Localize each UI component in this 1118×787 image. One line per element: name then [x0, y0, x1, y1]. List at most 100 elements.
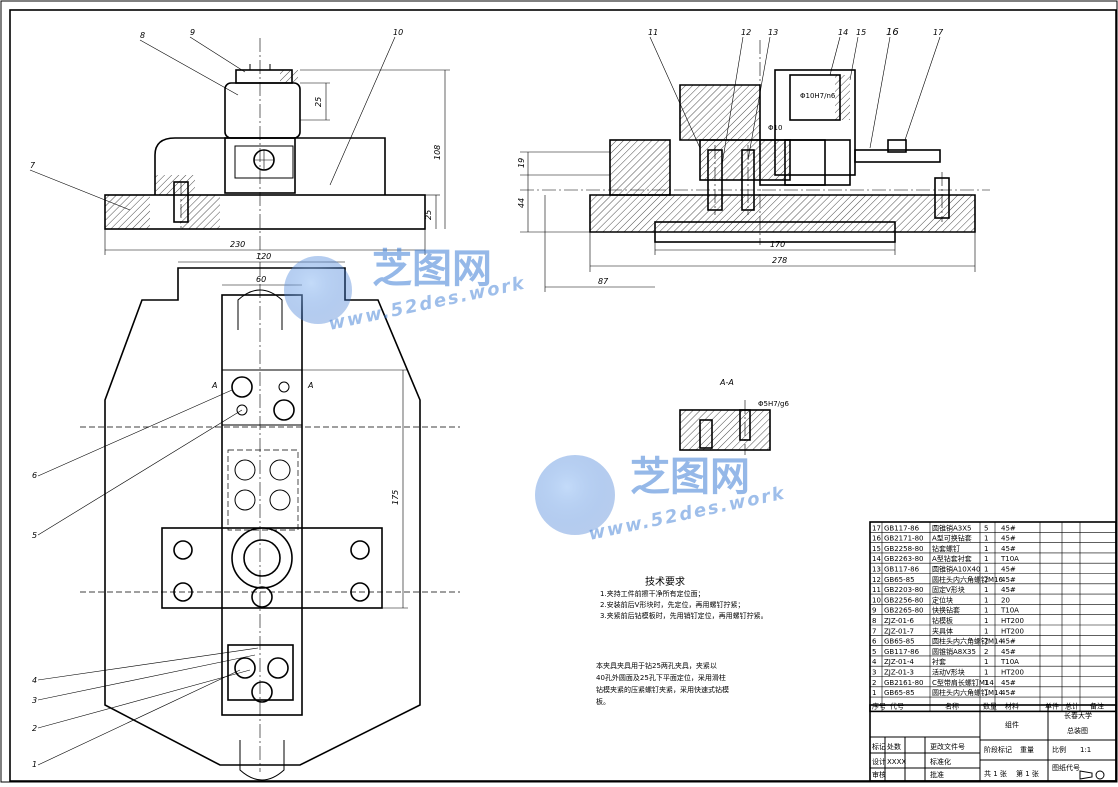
bom-cell: GB2161-80	[884, 679, 923, 687]
bom-cell: ZJZ-01-7	[884, 627, 914, 635]
bom-cell: GB2265-80	[884, 607, 923, 615]
watermark-brand-top: 芝图网	[372, 246, 492, 292]
bom-cell: 12	[872, 576, 881, 584]
balloon-1: 1	[32, 760, 37, 769]
bom-cell: 固定V形块	[932, 585, 965, 594]
balloon-12: 12	[741, 28, 751, 37]
tb-label-review: 审核	[872, 770, 886, 779]
dim-plan-175: 175	[391, 490, 400, 505]
bom-cell: HT200	[1001, 617, 1024, 625]
bom-cell: 6	[872, 638, 877, 646]
tb-code: 图纸代号	[1052, 763, 1080, 772]
balloon-5: 5	[32, 531, 37, 540]
tb-sheets-2: 第 1 张	[1016, 769, 1039, 778]
bom-cell: 2	[984, 576, 988, 584]
bom-cell: 45#	[1001, 566, 1016, 574]
bom-cell: 钻套螺钉	[932, 544, 960, 553]
bom-cell: GB2263-80	[884, 555, 923, 563]
balloon-2: 2	[32, 724, 37, 733]
projection-symbol-icon	[1095, 770, 1105, 780]
tech-line-1: 1.夹持工件前擦干净所有定位面；	[600, 589, 705, 598]
bom-cell: A型可换钻套	[932, 534, 972, 543]
bom-cell: 圆柱头内六角螺钉M14	[932, 688, 1003, 697]
dim-section-170: 170	[770, 240, 785, 249]
bom-cell: 圆锥销A10X40	[932, 565, 980, 574]
bom-cell: 9	[872, 607, 876, 615]
dim-front-25: 25	[314, 97, 323, 107]
tb-scale: 1:1	[1080, 746, 1091, 754]
balloon-17: 17	[933, 28, 944, 37]
bom-cell: 14	[872, 555, 881, 563]
bom-cell: 1	[984, 555, 988, 563]
bom-cell: 1	[984, 535, 988, 543]
balloon-15: 15	[856, 28, 866, 37]
dim-front-230: 230	[230, 240, 245, 249]
bom-cell: 45#	[1001, 576, 1016, 584]
tb-part-name: 组件	[1005, 720, 1019, 729]
balloon-numbers: 1 2 3 4 5 6 7 8 9 10 11 12 13 14 15 16 1…	[30, 27, 944, 769]
balloon-3: 3	[32, 696, 37, 705]
bom-cell: GB117-86	[884, 524, 920, 532]
balloon-14: 14	[838, 28, 848, 37]
bom-cell: GB2256-80	[884, 596, 923, 604]
bom-cell: 1	[984, 566, 988, 574]
balloon-11: 11	[648, 28, 658, 37]
section-a-a: A-A Φ5H7/g6	[679, 378, 789, 455]
dim-section-278: 278	[772, 256, 787, 265]
bom-cell: 衬套	[932, 657, 946, 666]
fit-h7n6: Φ10H7/n6	[800, 92, 836, 100]
bom-cell: 1	[984, 617, 988, 625]
bom-cell: 45#	[1001, 638, 1016, 646]
bom-cell: 45#	[1001, 586, 1016, 594]
dim-section-87: 87	[598, 277, 609, 286]
bom-cell: 16	[872, 535, 881, 543]
balloon-7: 7	[30, 161, 36, 170]
bom-cell: C型带肩长螺钉M14	[932, 678, 994, 687]
bom-header-cell: 序号	[872, 701, 886, 710]
bom-cell: 17	[872, 524, 881, 532]
tb-scale-label: 比例	[1052, 745, 1066, 754]
bom-cell: 15	[872, 545, 881, 553]
tb-sheets: 共 1 张	[984, 769, 1007, 778]
bom-cell: GB2171-80	[884, 535, 923, 543]
bom-cell: 1	[872, 689, 876, 697]
bom-cell: 45#	[1001, 689, 1016, 697]
tb-weight: 重量	[1020, 746, 1034, 754]
section-view: 19 44 170 278 87 Φ10H7/n6 Φ10	[517, 40, 990, 292]
fit-dia10: Φ10	[768, 124, 782, 132]
note-line-4: 板。	[596, 697, 610, 706]
title-block: 组件 长春大学 总装图 标记 处数 更改文件号 设计 XXXX 标准化 审核 批…	[869, 704, 1117, 782]
bom-cell: 7	[872, 627, 876, 635]
bom-header-cell: 数量	[983, 701, 997, 710]
bom-cell: 45#	[1001, 524, 1016, 532]
balloon-8: 8	[140, 31, 145, 40]
tb-label-change: 更改文件号	[930, 742, 965, 751]
bom-cell: GB65-85	[884, 689, 915, 697]
tech-line-2: 2.安装前后V形块时，先定位，再用螺钉拧紧；	[600, 600, 744, 609]
bom-header-cell: 代号	[890, 701, 904, 710]
bom-cell: 1	[984, 607, 988, 615]
bom-cell: GB65-85	[884, 638, 915, 646]
bom-cell: 20	[1001, 596, 1010, 604]
tech-title: 技术要求	[645, 575, 685, 588]
bom-cell: T10A	[1000, 658, 1019, 666]
bom-cell: 11	[872, 586, 881, 594]
bom-cell: 8	[872, 617, 876, 625]
bom-cell: 圆锥销A8X35	[932, 647, 976, 656]
tb-label-designer: XXXX	[887, 758, 906, 766]
bom-cell: T10A	[1000, 555, 1019, 563]
bom-cell: 1	[984, 658, 988, 666]
globe-icon	[535, 455, 615, 535]
bom-header-cell: 材料	[1005, 701, 1019, 710]
balloon-16: 16	[886, 27, 899, 38]
balloon-6: 6	[32, 471, 37, 480]
bom-cell: 45#	[1001, 679, 1016, 687]
bom-cell: 3	[872, 669, 876, 677]
tech-requirements: 技术要求 1.夹持工件前擦干净所有定位面； 2.安装前后V形块时，先定位，再用螺…	[600, 575, 768, 620]
bom-cell: 活动V形块	[932, 668, 965, 677]
dim-section-19: 19	[517, 158, 526, 168]
tb-drawing-name: 总装图	[1067, 726, 1088, 735]
watermark-top: 芝图网 www.52des.work	[284, 246, 528, 335]
bom-cell: 圆柱头内六角螺钉M14	[932, 637, 1003, 646]
